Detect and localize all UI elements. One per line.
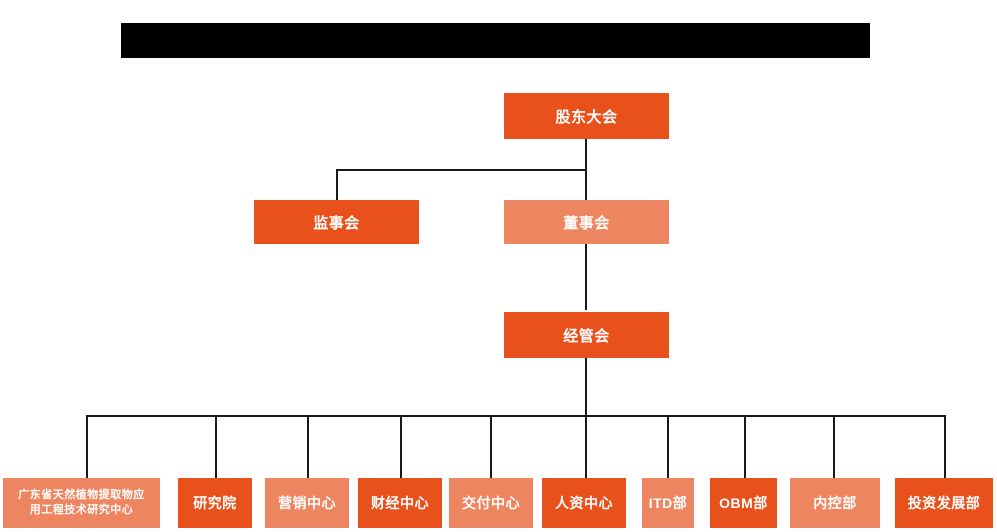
connector-drop-internal-control bbox=[833, 415, 835, 478]
node-internal-control-department[interactable]: 内控部 bbox=[790, 478, 880, 528]
node-delivery-center[interactable]: 交付中心 bbox=[449, 478, 533, 528]
connector-drop-marketing bbox=[307, 415, 309, 478]
node-marketing-center[interactable]: 营销中心 bbox=[265, 478, 349, 528]
node-finance-center[interactable]: 财经中心 bbox=[358, 478, 442, 528]
connector-directors-management bbox=[585, 243, 587, 310]
node-shareholders-meeting[interactable]: 股东大会 bbox=[504, 93, 669, 139]
connector-drop-delivery bbox=[490, 415, 492, 478]
node-research-institute[interactable]: 研究院 bbox=[178, 478, 252, 528]
node-board-of-supervisors[interactable]: 监事会 bbox=[254, 200, 419, 244]
connector-drop-directors bbox=[585, 169, 587, 200]
connector-drop-itd bbox=[667, 415, 669, 478]
connector-level2-bus bbox=[336, 169, 587, 171]
research-center-label-line1: 广东省天然植物提取物应 bbox=[18, 489, 145, 501]
connector-drop-finance bbox=[400, 415, 402, 478]
node-board-of-directors[interactable]: 董事会 bbox=[504, 200, 669, 244]
node-hr-center[interactable]: 人资中心 bbox=[542, 478, 626, 528]
node-management-committee[interactable]: 经管会 bbox=[504, 312, 669, 358]
node-natural-plant-extract-research-center[interactable]: 广东省天然植物提取物应 用工程技术研究中心 bbox=[3, 478, 160, 528]
connector-drop-research-center bbox=[86, 415, 88, 478]
connector-department-bus bbox=[86, 415, 945, 417]
node-obm-department[interactable]: OBM部 bbox=[710, 478, 777, 528]
node-itd-department[interactable]: ITD部 bbox=[642, 478, 694, 528]
research-center-label-line2: 用工程技术研究中心 bbox=[29, 504, 134, 516]
node-investment-development-department[interactable]: 投资发展部 bbox=[895, 478, 993, 528]
connector-drop-institute bbox=[215, 415, 217, 478]
connector-management-stem bbox=[585, 358, 587, 416]
connector-shareholders-stem bbox=[585, 139, 587, 170]
connector-drop-obm bbox=[744, 415, 746, 478]
connector-drop-supervisors bbox=[336, 169, 338, 200]
title-banner bbox=[121, 23, 870, 58]
connector-drop-hr bbox=[585, 415, 587, 478]
connector-drop-investment bbox=[944, 415, 946, 478]
